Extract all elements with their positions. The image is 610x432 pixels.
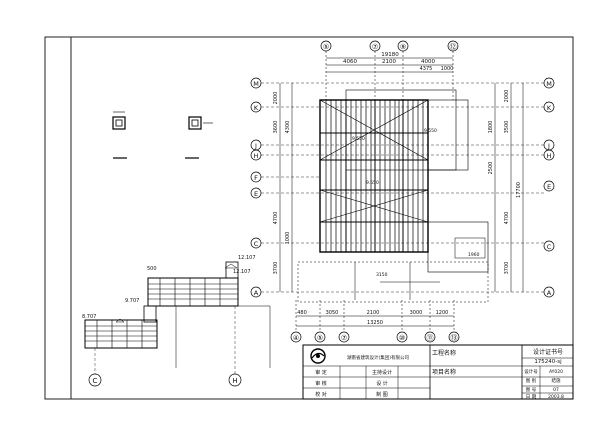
dim-right-2: 1800: [488, 121, 494, 134]
grid-left-m: M: [253, 80, 259, 88]
cert-no: 175240-sj: [534, 359, 562, 365]
review-label: 审 核: [315, 380, 327, 387]
plan-label-3: 9.550: [366, 180, 379, 186]
grid-left-j: J: [254, 142, 257, 150]
grid-bottom-1: ④: [293, 334, 299, 342]
check-label: 校 对: [315, 391, 327, 398]
grid-top-2: ⑦: [372, 43, 378, 51]
dim-top-2: 2100: [382, 59, 396, 65]
elev-label-1: 12.107: [238, 255, 256, 261]
top-dimensions: [325, 51, 454, 100]
dim-top-1: 4060: [343, 59, 357, 65]
dim-top-total: 19180: [381, 52, 399, 58]
grid-left: M K J H F E C A: [250, 77, 262, 298]
dim-left-5: 3700: [273, 262, 279, 275]
dim-left-2: 3600: [273, 121, 279, 134]
framing-plan: [297, 89, 489, 303]
right-dimensions: [494, 83, 524, 292]
title-block: [302, 344, 574, 400]
company-logo: [310, 348, 326, 364]
dim-top-sub-1: 4375: [420, 66, 433, 72]
grid-bottom-2: ⑤: [317, 334, 323, 342]
grid-right-h: H: [547, 152, 552, 160]
stage-label: 图 别: [526, 377, 537, 384]
grid-bottom-4: ⑩: [399, 334, 405, 342]
dim-right-3: 3500: [504, 121, 510, 134]
dim-left-1: 2000: [273, 92, 279, 105]
grid-top-3: ⑨: [400, 43, 406, 51]
dim-left-3: 4300: [285, 121, 291, 134]
plan-label-2: 9.550: [424, 128, 437, 134]
sheet-value: 07: [553, 387, 559, 393]
elev-label-4: 12.107: [233, 269, 251, 275]
dim-bottom-4: 3000: [410, 310, 423, 316]
grid-left-h: H: [254, 152, 259, 160]
grid-bottom: ④ ⑤ ⑦ ⑩ ⑪ ⑬: [290, 331, 460, 343]
dim-right-4: 4700: [504, 212, 510, 225]
elevation-drawing: [84, 261, 271, 387]
dim-bottom-total: 13250: [367, 320, 383, 326]
grid-top: ⑤ ⑦ ⑨ ⑫: [320, 40, 459, 52]
grid-right-e: E: [547, 183, 551, 191]
grid-right-m: M: [546, 80, 552, 88]
grid-left-e: E: [254, 190, 258, 198]
elev-label-3: 8.707: [82, 314, 96, 320]
grid-left-k: K: [254, 104, 259, 112]
dim-top-3: 4000: [421, 59, 435, 65]
dim-bottom-1: 480: [297, 310, 307, 316]
dim-right-6: 2500: [488, 162, 494, 175]
dim-bottom-2: 3050: [326, 310, 339, 316]
drafter-label: 制 图: [376, 391, 388, 398]
elev-label-5: 500: [147, 266, 157, 272]
elev-grid-h: H: [232, 377, 237, 385]
cert-label: 设计证书号: [533, 348, 563, 356]
grid-right-j: J: [547, 142, 550, 150]
approve-label: 审 定: [315, 369, 327, 376]
dim-bottom-5: 1200: [436, 310, 449, 316]
dim-right-total: 17700: [516, 182, 522, 198]
plan-label-4: 3150: [376, 272, 388, 278]
left-dimensions: [279, 83, 293, 292]
dim-top-sub-2: 1000: [441, 66, 454, 72]
column-detail-1: [112, 111, 127, 159]
dim-right-5: 3700: [504, 262, 510, 275]
grid-right: M K J H E C A: [543, 77, 555, 298]
elev-grid-c: C: [93, 377, 98, 385]
design-no-label: 设计号: [524, 368, 538, 375]
design-no: AY020: [549, 369, 563, 375]
plan-label-1: 9.550: [352, 136, 365, 142]
dim-left-6: 1000: [285, 232, 291, 245]
bottom-dimensions: [295, 300, 455, 332]
project-name-label: 工程名称: [432, 349, 456, 357]
chief-designer-label: 主持设计: [372, 369, 392, 376]
grid-left-f: F: [254, 174, 258, 182]
stage-value: 结施: [552, 377, 561, 384]
company-name: 湖南省建筑设计(集团)有限公司: [347, 354, 409, 361]
dim-bottom-3: 2100: [367, 310, 380, 316]
binding-margin: [44, 36, 72, 400]
sheet-label: 图 号: [526, 387, 537, 393]
grid-left-a: A: [254, 289, 259, 297]
designer-label: 设 计: [376, 380, 388, 387]
dim-right-1: 2000: [504, 90, 510, 103]
grid-top-1: ⑤: [323, 43, 329, 51]
dim-left-4: 4700: [273, 212, 279, 225]
grid-left-c: C: [254, 240, 259, 248]
grid-top-4: ⑫: [450, 43, 457, 51]
grid-bottom-5: ⑪: [427, 334, 434, 342]
grid-right-k: K: [547, 104, 552, 112]
item-name-label: 项目名称: [432, 368, 456, 376]
grid-right-c: C: [547, 243, 552, 251]
plan-label-5: 1960: [468, 252, 480, 258]
grid-bottom-3: ⑦: [341, 334, 347, 342]
column-detail-2: [185, 116, 213, 159]
date-label: 日 期: [526, 394, 537, 400]
grid-bottom-6: ⑬: [451, 334, 458, 342]
elev-label-2: 9.707: [125, 298, 139, 304]
grid-right-a: A: [547, 289, 552, 297]
date-value: 2003.8: [548, 394, 564, 400]
